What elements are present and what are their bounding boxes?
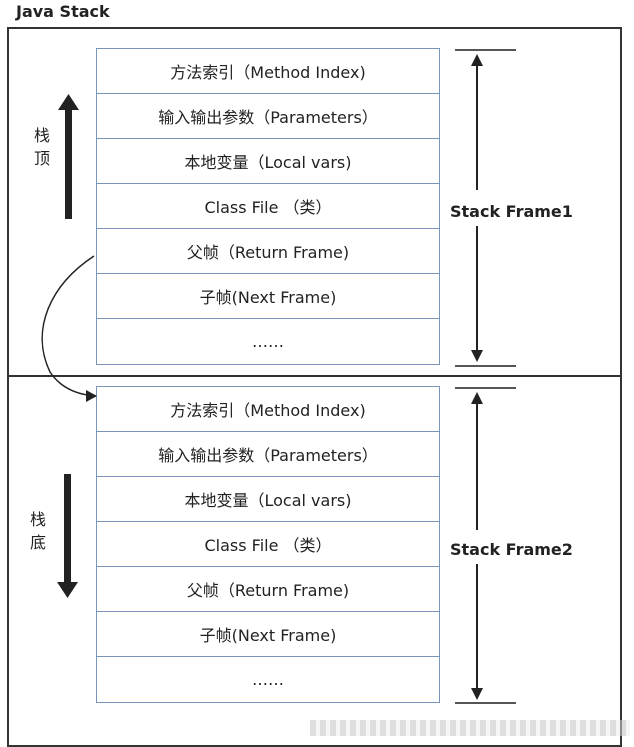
frame2-parameters: 输入输出参数（Parameters）: [97, 432, 439, 477]
stack-bottom-char-2: 底: [29, 533, 46, 552]
frame1-method-index: 方法索引（Method Index): [97, 49, 439, 94]
frame2-span-marker: [455, 387, 516, 704]
down-arrow-icon: [57, 474, 78, 598]
frame2-method-index: 方法索引（Method Index): [97, 387, 439, 432]
stack-top-char-1: 栈: [33, 126, 50, 145]
stack-frame-2-table: 方法索引（Method Index) 输入输出参数（Parameters） 本地…: [96, 386, 440, 703]
frame1-next-frame: 子帧(Next Frame): [97, 274, 439, 319]
stack-top-label: 栈 顶: [32, 124, 52, 170]
frame2-class-file: Class File （类）: [97, 522, 439, 567]
frame1-class-file: Class File （类）: [97, 184, 439, 229]
frame2-ellipsis: ……: [252, 670, 284, 689]
frame-divider: [7, 375, 622, 377]
stack-frame-2-label: Stack Frame2: [450, 540, 573, 559]
frame2-local-vars: 本地变量（Local vars): [97, 477, 439, 522]
frame2-next-frame: 子帧(Next Frame): [97, 612, 439, 657]
stack-frame-1-label: Stack Frame1: [450, 202, 573, 221]
frame1-parameters: 输入输出参数（Parameters）: [97, 94, 439, 139]
return-frame-connector-arrow: [41, 255, 97, 402]
stack-top-char-2: 顶: [33, 149, 50, 168]
diagram-title: Java Stack: [16, 2, 110, 21]
frame1-local-vars: 本地变量（Local vars): [97, 139, 439, 184]
frame1-ellipsis: ……: [252, 332, 284, 351]
stack-bottom-label: 栈 底: [28, 508, 48, 554]
frame1-return-frame: 父帧（Return Frame): [97, 229, 439, 274]
watermark-strip: [310, 720, 630, 736]
stack-frame-1-table: 方法索引（Method Index) 输入输出参数（Parameters） 本地…: [96, 48, 440, 365]
up-arrow-icon: [58, 94, 79, 219]
frame1-span-marker: [455, 49, 516, 367]
frame2-return-frame: 父帧（Return Frame): [97, 567, 439, 612]
stack-bottom-char-1: 栈: [29, 510, 46, 529]
